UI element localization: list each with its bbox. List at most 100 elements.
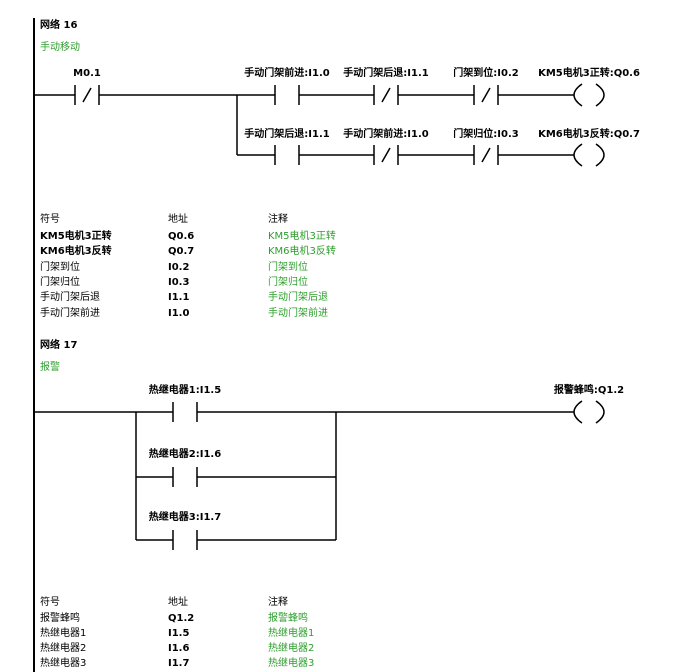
comment-cell: 热继电器3 xyxy=(268,656,314,669)
coil-left-arc xyxy=(573,83,583,107)
symbol-table-row: 报警蜂鸣 Q1.2 报警蜂鸣 xyxy=(40,611,308,624)
address-cell: Q1.2 xyxy=(168,613,194,624)
normally-open-contact-icon xyxy=(274,85,300,105)
rung-wiring xyxy=(34,411,574,541)
address-cell: I1.5 xyxy=(168,628,189,639)
column-header-address: 地址 xyxy=(168,595,188,608)
column-header-comment: 注释 xyxy=(268,595,288,608)
comment-cell: 手动门架后退 xyxy=(268,290,328,303)
coil-right-arc xyxy=(595,400,605,424)
symbol-table: 符号 地址 注释 报警蜂鸣 Q1.2 报警蜂鸣 热继电器1 I1.5 热继电器1… xyxy=(40,595,314,669)
contact-slash xyxy=(381,147,391,163)
contact-i1-7[interactable]: 热继电器3:I1.7 xyxy=(149,510,221,550)
contact-label: 手动门架前进:I1.0 xyxy=(244,66,329,79)
symbol-table-row: 门架到位 I0.2 门架到位 xyxy=(40,260,308,273)
contact-label: 手动门架后退:I1.1 xyxy=(244,127,329,140)
normally-closed-contact-icon xyxy=(74,85,100,105)
normally-open-contact-icon xyxy=(172,530,198,550)
contact-i1-6[interactable]: 热继电器2:I1.6 xyxy=(149,447,221,487)
symbol-table-row: 热继电器1 I1.5 热继电器1 xyxy=(40,626,314,639)
symbol-cell: KM6电机3反转 xyxy=(40,244,112,257)
symbol-cell: 热继电器3 xyxy=(40,656,86,669)
contact-label: 门架到位:I0.2 xyxy=(453,66,518,79)
contact-i1-1-row2[interactable]: 手动门架后退:I1.1 xyxy=(244,127,330,165)
coil-label: KM6电机3反转:Q0.7 xyxy=(538,127,640,140)
symbol-table-row: KM5电机3正转 Q0.6 KM5电机3正转 xyxy=(40,229,336,242)
symbol-cell: 热继电器1 xyxy=(40,626,86,639)
coil-left-arc xyxy=(573,143,583,167)
contact-slash xyxy=(481,147,491,163)
coil-q1-2[interactable]: 报警蜂鸣:Q1.2 xyxy=(554,383,624,424)
normally-closed-contact-icon xyxy=(373,85,399,105)
symbol-cell: 门架归位 xyxy=(40,275,80,288)
contact-i0-2[interactable]: 门架到位:I0.2 xyxy=(453,66,519,105)
symbol-table-row: 手动门架前进 I1.0 手动门架前进 xyxy=(40,306,328,319)
contact-i1-5[interactable]: 热继电器1:I1.5 xyxy=(149,383,221,422)
coil-left-arc xyxy=(573,400,583,424)
contact-slash xyxy=(481,87,491,103)
contact-label: 热继电器3:I1.7 xyxy=(149,510,221,523)
output-coil-icon xyxy=(573,83,605,107)
contact-i0-3[interactable]: 门架归位:I0.3 xyxy=(453,127,519,165)
comment-cell: KM6电机3反转 xyxy=(268,244,336,257)
coil-right-arc xyxy=(595,83,605,107)
contact-slash xyxy=(381,87,391,103)
contact-label: 热继电器2:I1.6 xyxy=(149,447,221,460)
comment-cell: 报警蜂鸣 xyxy=(268,611,308,624)
address-cell: I1.7 xyxy=(168,658,189,669)
comment-cell: KM5电机3正转 xyxy=(268,229,336,242)
network-title: 网络 16 xyxy=(40,18,77,31)
coil-label: 报警蜂鸣:Q1.2 xyxy=(554,383,624,396)
address-cell: I1.6 xyxy=(168,643,189,654)
symbol-cell: 手动门架后退 xyxy=(40,290,100,303)
contact-label: 热继电器1:I1.5 xyxy=(149,383,221,396)
comment-cell: 门架归位 xyxy=(268,275,308,288)
network-17: 网络 17 报警 热继电器1:I1.5 热继电器2:I1.6 xyxy=(34,338,624,669)
symbol-table-row: 门架归位 I0.3 门架归位 xyxy=(40,275,308,288)
comment-cell: 手动门架前进 xyxy=(268,306,328,319)
normally-open-contact-icon xyxy=(172,402,198,422)
comment-cell: 门架到位 xyxy=(268,260,308,273)
comment-cell: 热继电器1 xyxy=(268,626,314,639)
normally-closed-contact-icon xyxy=(473,145,499,165)
network-title: 网络 17 xyxy=(40,338,77,351)
contact-m0-1[interactable]: M0.1 xyxy=(73,68,101,105)
symbol-table: 符号 地址 注释 KM5电机3正转 Q0.6 KM5电机3正转 KM6电机3反转… xyxy=(40,212,336,319)
normally-open-contact-icon xyxy=(274,145,300,165)
coil-label: KM5电机3正转:Q0.6 xyxy=(538,66,640,79)
symbol-cell: 报警蜂鸣 xyxy=(40,611,80,624)
symbol-table-header: 符号 地址 注释 xyxy=(40,595,288,608)
comment-cell: 热继电器2 xyxy=(268,641,314,654)
address-cell: I0.3 xyxy=(168,277,189,288)
symbol-table-header: 符号 地址 注释 xyxy=(40,212,288,225)
column-header-comment: 注释 xyxy=(268,212,288,225)
symbol-table-row: 热继电器2 I1.6 热继电器2 xyxy=(40,641,314,654)
column-header-address: 地址 xyxy=(168,212,188,225)
coil-q0-7[interactable]: KM6电机3反转:Q0.7 xyxy=(538,127,640,167)
contact-i1-0-row1[interactable]: 手动门架前进:I1.0 xyxy=(244,66,330,105)
contact-slash xyxy=(82,87,92,103)
normally-open-contact-icon xyxy=(172,467,198,487)
symbol-cell: KM5电机3正转 xyxy=(40,229,112,242)
address-cell: I1.1 xyxy=(168,292,189,303)
network-16: 网络 16 手动移动 M0.1 手动门架前进:I1.0 xyxy=(34,18,640,319)
coil-right-arc xyxy=(595,143,605,167)
coil-q0-6[interactable]: KM5电机3正转:Q0.6 xyxy=(538,66,640,107)
normally-closed-contact-icon xyxy=(473,85,499,105)
contact-i1-0-row2[interactable]: 手动门架前进:I1.0 xyxy=(343,127,429,165)
symbol-table-row: KM6电机3反转 Q0.7 KM6电机3反转 xyxy=(40,244,336,257)
output-coil-icon xyxy=(573,400,605,424)
column-header-symbol: 符号 xyxy=(40,595,60,608)
contact-i1-1-row1[interactable]: 手动门架后退:I1.1 xyxy=(343,66,429,105)
symbol-cell: 门架到位 xyxy=(40,260,80,273)
network-comment: 手动移动 xyxy=(40,40,80,53)
contact-label: M0.1 xyxy=(73,68,101,79)
rung-wiring xyxy=(34,94,574,156)
column-header-symbol: 符号 xyxy=(40,212,60,225)
contact-label: 手动门架前进:I1.0 xyxy=(343,127,428,140)
network-comment: 报警 xyxy=(40,360,60,373)
normally-closed-contact-icon xyxy=(373,145,399,165)
symbol-table-row: 手动门架后退 I1.1 手动门架后退 xyxy=(40,290,328,303)
